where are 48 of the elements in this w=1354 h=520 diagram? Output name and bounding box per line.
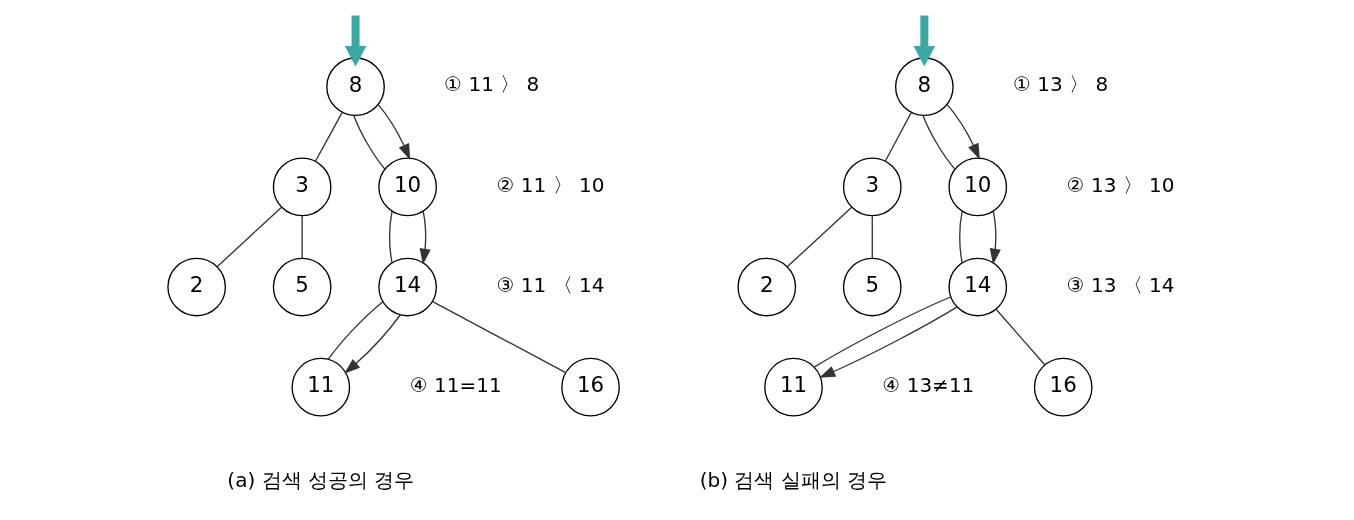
arrow xyxy=(344,313,401,374)
node-circle: 5 xyxy=(842,257,902,316)
node-circle: 16 xyxy=(1033,357,1093,417)
arrow xyxy=(989,210,1001,265)
node-label: ③ 13 〈 14 xyxy=(1066,272,1175,297)
connector xyxy=(786,206,853,267)
connector xyxy=(813,295,952,368)
connector xyxy=(995,308,1046,365)
node-label: ① 13 〉 8 xyxy=(1012,71,1109,96)
node-label: ② 11 〉 10 xyxy=(496,172,605,197)
node-circle: 10 xyxy=(378,157,437,216)
node-circle: 11 xyxy=(291,357,351,417)
label: (a) 검색 성공의 경우 xyxy=(227,467,415,492)
node-circle: 5 xyxy=(272,257,332,316)
connector xyxy=(959,210,963,263)
connector xyxy=(388,210,393,263)
arrow xyxy=(377,103,411,160)
arrow xyxy=(419,210,431,265)
node-circle: 8 xyxy=(894,56,954,116)
node-circle: 16 xyxy=(561,357,620,417)
node-label: ④ 13≠11 xyxy=(882,372,975,397)
node-circle: 14 xyxy=(378,257,437,316)
node-circle: 8 xyxy=(326,56,385,116)
node-label: ② 13 〉 10 xyxy=(1066,172,1175,197)
node-label: ① 11 〉 8 xyxy=(444,71,540,96)
connector xyxy=(353,114,386,169)
connector xyxy=(327,300,384,360)
connector xyxy=(216,206,282,267)
node-label: ③ 11 〈 14 xyxy=(496,272,605,297)
label: (b) 검색 실패의 경우 xyxy=(699,467,888,492)
node-circle: 2 xyxy=(167,257,227,316)
node-circle: 14 xyxy=(948,257,1008,316)
connector xyxy=(884,111,912,162)
arrow xyxy=(913,15,936,67)
connector xyxy=(871,214,873,259)
connector xyxy=(314,111,343,162)
arrow xyxy=(344,15,367,67)
node-circle: 10 xyxy=(948,157,1008,216)
connector xyxy=(432,300,566,373)
node-circle: 3 xyxy=(842,157,902,216)
connector xyxy=(301,214,303,259)
node-circle: 2 xyxy=(737,257,797,316)
connector xyxy=(922,114,956,169)
node-circle: 11 xyxy=(764,357,823,417)
arrow xyxy=(819,305,958,378)
node-label: ④ 11=11 xyxy=(409,372,502,397)
node-circle: 3 xyxy=(272,157,332,216)
arrow xyxy=(946,103,980,160)
